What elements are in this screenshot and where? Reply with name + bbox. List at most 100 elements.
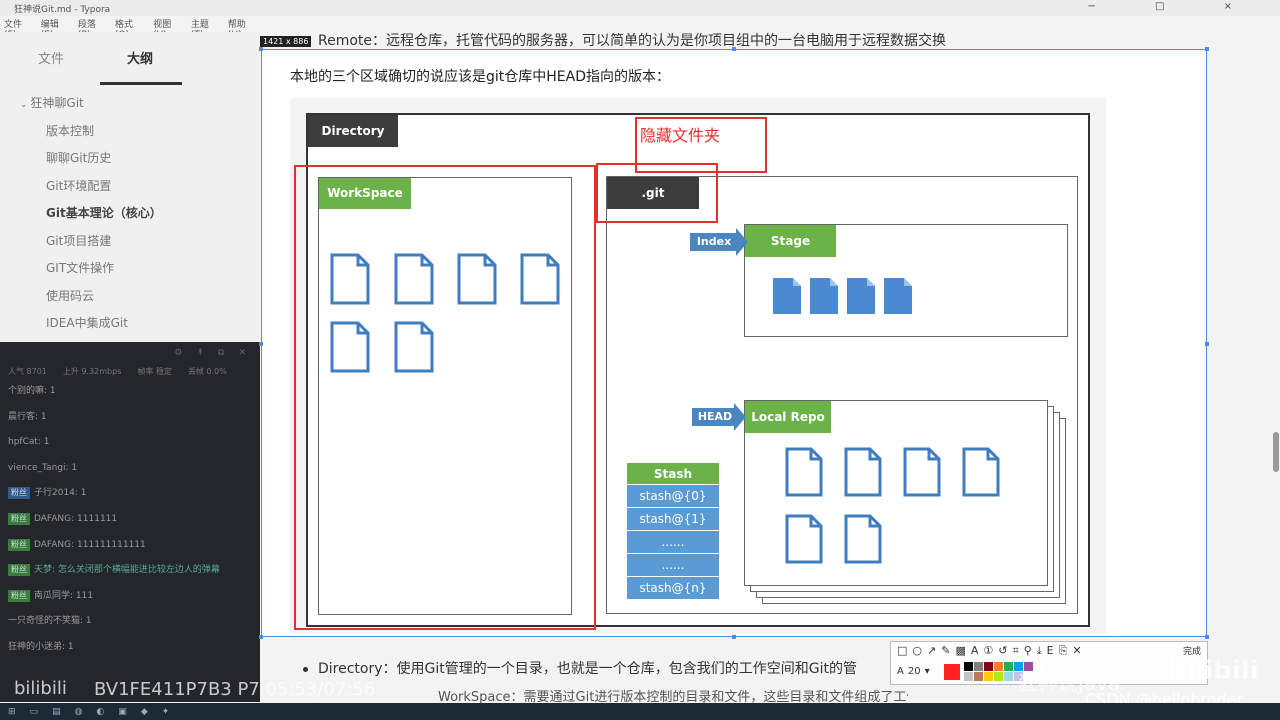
repo-file-icon: [844, 514, 882, 564]
outline-item[interactable]: GIT文件操作: [46, 261, 115, 275]
cancel-icon[interactable]: ✕: [1072, 644, 1082, 657]
outline-item-root[interactable]: ⌄ 狂神聊Git: [20, 90, 162, 118]
outline-item[interactable]: Git项目搭建: [46, 233, 112, 248]
explorer-icon[interactable]: ▤: [52, 706, 61, 717]
resize-handle[interactable]: [1205, 635, 1209, 639]
resize-handle[interactable]: [732, 47, 736, 51]
copy-icon[interactable]: ⎘: [1058, 644, 1068, 657]
workspace-file-icon: [394, 253, 434, 305]
start-icon[interactable]: ⊞: [8, 706, 16, 717]
chat-message: hpfCat: 1: [8, 437, 50, 448]
pen-icon[interactable]: ✎: [941, 644, 951, 657]
mosaic-icon[interactable]: ▩: [955, 644, 966, 657]
current-color-swatch[interactable]: [943, 663, 960, 680]
window-controls[interactable]: − □ ×: [1087, 1, 1260, 12]
ocr-icon[interactable]: ⌗: [1012, 644, 1019, 657]
export-icon[interactable]: E: [1046, 644, 1054, 657]
menu-edit[interactable]: 编辑(E): [40, 20, 59, 40]
done-button[interactable]: 完成: [1182, 647, 1201, 657]
repo-file-icon: [962, 447, 1000, 497]
head-arrow-head-icon: [734, 403, 746, 431]
stage-file-icon: [847, 278, 875, 314]
color-swatch[interactable]: [1003, 662, 1013, 671]
color-swatch[interactable]: [1023, 662, 1033, 671]
resize-handle[interactable]: [259, 635, 263, 639]
color-swatch[interactable]: [993, 672, 1003, 681]
text-icon[interactable]: A: [970, 644, 979, 657]
rectangle-icon[interactable]: □: [897, 644, 908, 657]
outline-item-active[interactable]: Git基本理论（核心）: [46, 206, 162, 220]
color-swatch[interactable]: [983, 672, 993, 681]
menu-theme[interactable]: 主题(T): [190, 20, 209, 40]
editor-scrollbar[interactable]: [1273, 432, 1279, 472]
chat-message: vience_Tangi: 1: [8, 462, 78, 473]
resize-handle[interactable]: [259, 342, 263, 346]
expand-icon[interactable]: ⧉: [218, 348, 225, 358]
hidden-folder-label: 隐藏文件夹: [640, 126, 721, 145]
resize-handle[interactable]: [1205, 342, 1209, 346]
settings-icon[interactable]: ⚙: [174, 348, 183, 358]
menu-help[interactable]: 帮助(H): [227, 20, 246, 40]
fan-badge: 粉丝: [8, 487, 30, 500]
stash-entry: stash@{n}: [627, 577, 719, 600]
browser-icon[interactable]: ◍: [74, 706, 83, 717]
pin-icon[interactable]: ↟: [196, 348, 205, 358]
bilibili-logo: bilibili: [14, 678, 67, 699]
bullet-icon: [303, 666, 308, 672]
color-swatch[interactable]: [983, 662, 993, 671]
app-icon[interactable]: ◐: [96, 706, 105, 717]
menu-format[interactable]: 格式(O): [114, 20, 133, 40]
color-swatch[interactable]: [993, 662, 1003, 671]
index-arrow: Index: [690, 233, 738, 251]
download-icon[interactable]: ⤓: [1036, 644, 1042, 657]
workspace-box: [318, 177, 572, 615]
close-icon[interactable]: ✕: [238, 348, 246, 358]
font-size-select[interactable]: 20: [907, 666, 921, 677]
text-size-icon: A: [897, 666, 904, 677]
tab-files[interactable]: 文件: [38, 52, 65, 67]
color-swatch[interactable]: [1013, 662, 1023, 671]
number-icon[interactable]: ①: [983, 644, 994, 657]
color-swatch[interactable]: [1013, 672, 1023, 681]
menu-paragraph[interactable]: 段落(P): [77, 20, 96, 40]
chat-message: 粉丝子行2014: 1: [0, 481, 260, 507]
arrow-icon[interactable]: ↗: [927, 644, 937, 657]
color-swatch[interactable]: [973, 662, 983, 671]
chat-message: 晨行客: 1: [8, 411, 47, 422]
outline-item[interactable]: 使用码云: [46, 288, 95, 303]
chevron-down-icon[interactable]: ⌄: [20, 100, 31, 110]
workspace-file-icon: [330, 321, 370, 373]
undo-icon[interactable]: ↺: [998, 644, 1008, 657]
ellipse-icon[interactable]: ○: [912, 644, 923, 657]
outline-list: ⌄ 狂神聊Git 版本控制 聊聊Git历史 Git环境配置 Git基本理论（核心…: [20, 90, 162, 338]
color-swatch[interactable]: [1003, 672, 1013, 681]
outline-item[interactable]: 版本控制: [46, 123, 95, 138]
capture-region[interactable]: 本地的三个区域确切的说应该是git仓库中HEAD指向的版本： Directory…: [259, 47, 1209, 639]
menu-view[interactable]: 视图(V): [153, 20, 172, 40]
resize-handle[interactable]: [1205, 47, 1209, 51]
menu-file[interactable]: 文件(F): [4, 20, 23, 40]
chat-message: 狂神的小迷弟: 1: [8, 641, 74, 652]
app-icon[interactable]: ◆: [140, 706, 148, 717]
resize-handle[interactable]: [732, 635, 736, 639]
chevron-down-icon[interactable]: ▾: [924, 666, 930, 677]
color-swatch[interactable]: [963, 672, 973, 681]
color-swatch[interactable]: [963, 662, 973, 671]
outline-item[interactable]: 聊聊Git历史: [46, 151, 112, 165]
outline-item[interactable]: IDEA中集成Git: [46, 316, 128, 330]
hidden-folder-highlight: [635, 117, 767, 173]
sidebar: 文件 大纲 ⌄ 狂神聊Git 版本控制 聊聊Git历史 Git环境配置 Git基…: [0, 32, 260, 342]
taskview-icon[interactable]: ▭: [29, 706, 39, 717]
color-swatch[interactable]: [973, 672, 983, 681]
chat-text: 南瓜同学: 111: [34, 590, 94, 601]
pin-icon[interactable]: ⚲: [1023, 644, 1032, 657]
outline-item[interactable]: Git环境配置: [46, 178, 112, 193]
tab-outline[interactable]: 大纲: [127, 52, 154, 67]
resize-handle[interactable]: [259, 47, 263, 51]
app-icon[interactable]: ✦: [161, 706, 170, 717]
title-bar: 狂神说Git.md - Typora − □ ×: [0, 0, 1280, 16]
editor-line-directory: Directory：使用Git管理的一个目录，也就是一个仓库，包含我们的工作空间…: [303, 658, 893, 678]
workspace-label: WorkSpace: [319, 178, 411, 209]
color-swatch[interactable]: [1033, 662, 1043, 671]
app-icon[interactable]: ▣: [118, 706, 127, 717]
